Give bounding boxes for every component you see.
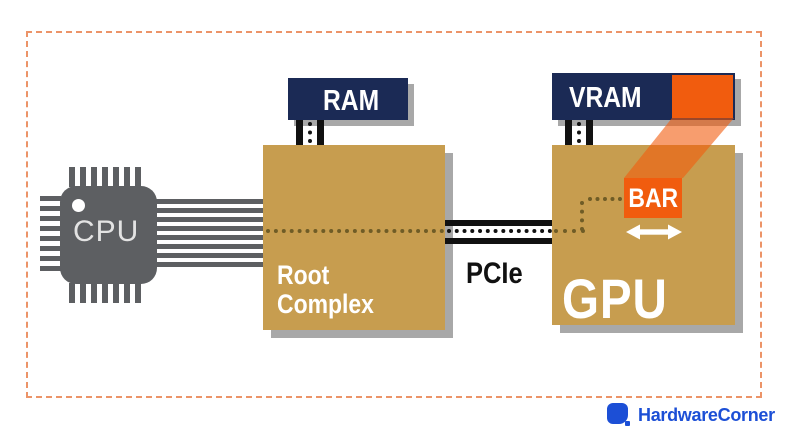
- bar-label: BAR: [628, 182, 678, 213]
- vram-memory-link-icon: [565, 120, 593, 145]
- ram-label: RAM: [323, 85, 380, 117]
- cpu-pins-bottom: [69, 283, 141, 303]
- cpu-label: CPU: [73, 215, 140, 248]
- vram-bar-mapped-region: [672, 75, 733, 118]
- bar-box: BAR: [624, 178, 682, 218]
- vram-label: VRAM: [569, 82, 642, 114]
- data-path-root-complex: [266, 229, 444, 233]
- cpu-pin1-dot-icon: [72, 199, 85, 212]
- root-complex-box: Root Complex: [263, 145, 445, 330]
- pcie-link-bar-top: [445, 220, 552, 226]
- data-path-to-bar: [588, 197, 622, 201]
- data-path-gpu-entry: [554, 229, 585, 233]
- brand-logo: HardwareCorner: [607, 403, 775, 427]
- data-path-pcie: [447, 229, 552, 233]
- cpu-pins-top: [69, 167, 141, 187]
- gpu-label: GPU: [562, 267, 668, 331]
- pcie-label: PCIe: [466, 257, 523, 290]
- resize-arrow-icon: [626, 224, 682, 240]
- ram-label-box: RAM: [288, 78, 408, 120]
- cpu-pins-left: [40, 196, 61, 271]
- cpu-to-root-complex-bus: [155, 199, 265, 267]
- brand-chip-icon: [607, 403, 631, 427]
- pcie-link-bar-bottom: [445, 238, 552, 244]
- vram-label-box: VRAM: [552, 73, 735, 120]
- data-path-gpu-vertical: [580, 201, 584, 231]
- ram-memory-link-icon: [296, 120, 324, 145]
- diagram-dashed-border: [26, 31, 762, 398]
- cpu-body: CPU: [60, 186, 157, 284]
- root-complex-label: Root Complex: [277, 260, 374, 320]
- brand-name: HardwareCorner: [638, 404, 775, 425]
